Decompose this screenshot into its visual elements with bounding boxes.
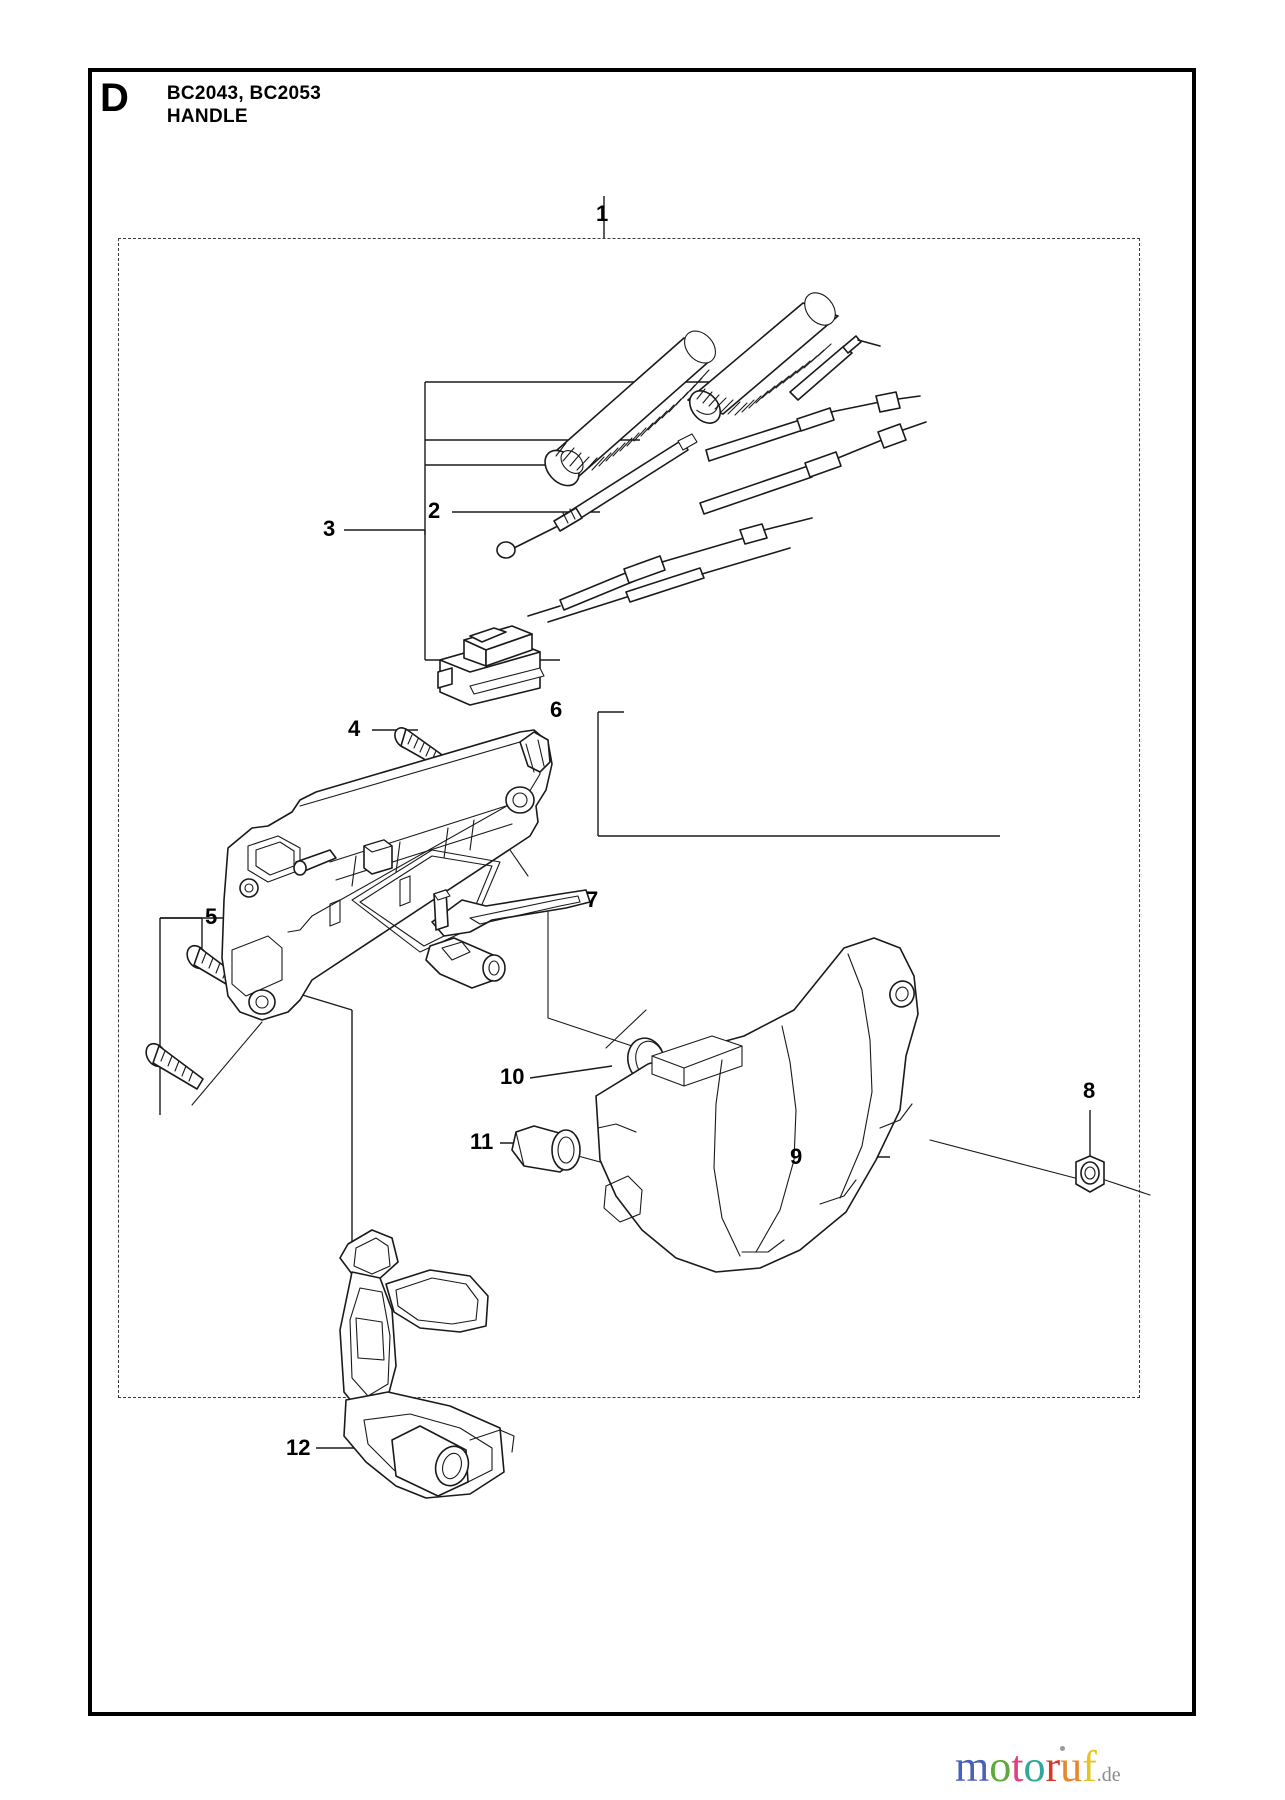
assembly-dashed-boundary bbox=[118, 238, 1140, 1398]
logo-letter-r: r bbox=[1045, 1742, 1061, 1791]
callout-label-8[interactable]: 8 bbox=[1083, 1078, 1096, 1103]
logo-letter-u: u bbox=[1060, 1742, 1083, 1791]
callout-label-4[interactable]: 4 bbox=[348, 716, 361, 741]
logo-letter-f: f bbox=[1082, 1742, 1097, 1791]
callout-label-10[interactable]: 10 bbox=[500, 1064, 525, 1089]
callout-label-2[interactable]: 2 bbox=[428, 498, 441, 523]
callout-label-6[interactable]: 6 bbox=[550, 697, 563, 722]
section-letter: D bbox=[100, 76, 129, 120]
model-line: BC2043, BC2053 bbox=[166, 83, 322, 104]
callout-label-12[interactable]: 12 bbox=[286, 1435, 311, 1460]
logo-letter-o1: o bbox=[989, 1742, 1012, 1791]
diagram-header: D BC2043, BC2053 HANDLE bbox=[100, 78, 321, 128]
callout-label-11[interactable]: 11 bbox=[470, 1129, 494, 1154]
header-title-block: BC2043, BC2053 HANDLE bbox=[167, 78, 321, 128]
logo-suffix: .de bbox=[1096, 1764, 1121, 1786]
callout-label-3[interactable]: 3 bbox=[323, 516, 336, 541]
diagram-title: HANDLE bbox=[166, 106, 248, 127]
logo-letter-m: m bbox=[955, 1742, 990, 1791]
callout-label-5[interactable]: 5 bbox=[205, 904, 218, 929]
callout-label-1[interactable]: 1 bbox=[596, 201, 609, 226]
callout-label-7[interactable]: 7 bbox=[586, 887, 599, 912]
logo-letter-t: t bbox=[1011, 1742, 1024, 1791]
motoruf-watermark-logo: motoruf.de bbox=[955, 1744, 1121, 1798]
callout-label-9[interactable]: 9 bbox=[790, 1144, 803, 1169]
logo-dot-accent bbox=[1059, 1746, 1065, 1751]
logo-letter-o2: o bbox=[1023, 1742, 1046, 1791]
